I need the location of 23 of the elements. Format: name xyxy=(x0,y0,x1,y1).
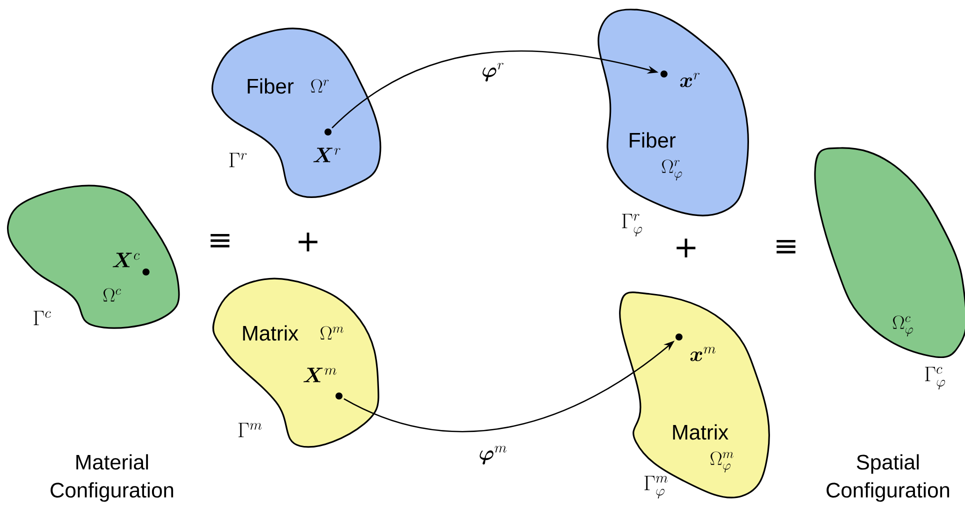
configuration-label: Spatial Configuration xyxy=(826,454,950,502)
edge-label: $\boldsymbol{\varphi}^{r}$ xyxy=(480,62,506,82)
point-dot xyxy=(142,268,150,276)
point-dot xyxy=(676,334,682,340)
point-dot xyxy=(336,392,342,400)
boundary-label: $\Gamma^{c}_{\varphi}$ xyxy=(925,366,945,390)
boundary-label: $\Gamma^{r}_{\varphi}$ xyxy=(622,214,642,236)
plus-sign: + xyxy=(676,238,696,258)
boundary-label: $\Gamma^{r}$ xyxy=(229,152,247,168)
boundary-label: $\Gamma^{m}_{\varphi}$ xyxy=(644,476,668,498)
point-label: $\boldsymbol{X}^{r}$ xyxy=(313,148,340,162)
point-label: $\boldsymbol{x}^{r}$ xyxy=(680,72,700,88)
point-label: $\boldsymbol{x}^{m}$ xyxy=(690,346,716,362)
point-label: $\boldsymbol{X}^{c}$ xyxy=(112,252,140,268)
configuration-label: Material Configuration xyxy=(50,454,174,502)
point-dot xyxy=(324,128,332,136)
boundary-label: $\Gamma^{c}$ xyxy=(34,310,51,326)
equivalence-sign: ≡ xyxy=(210,234,230,248)
boundary-label: $\Gamma^{m}$ xyxy=(238,422,262,438)
edge-label: $\boldsymbol{\varphi}^{m}$ xyxy=(478,444,508,465)
plus-sign: + xyxy=(298,232,318,252)
point-dot xyxy=(660,70,668,78)
point-label: $\boldsymbol{X}^{m}$ xyxy=(304,368,336,382)
